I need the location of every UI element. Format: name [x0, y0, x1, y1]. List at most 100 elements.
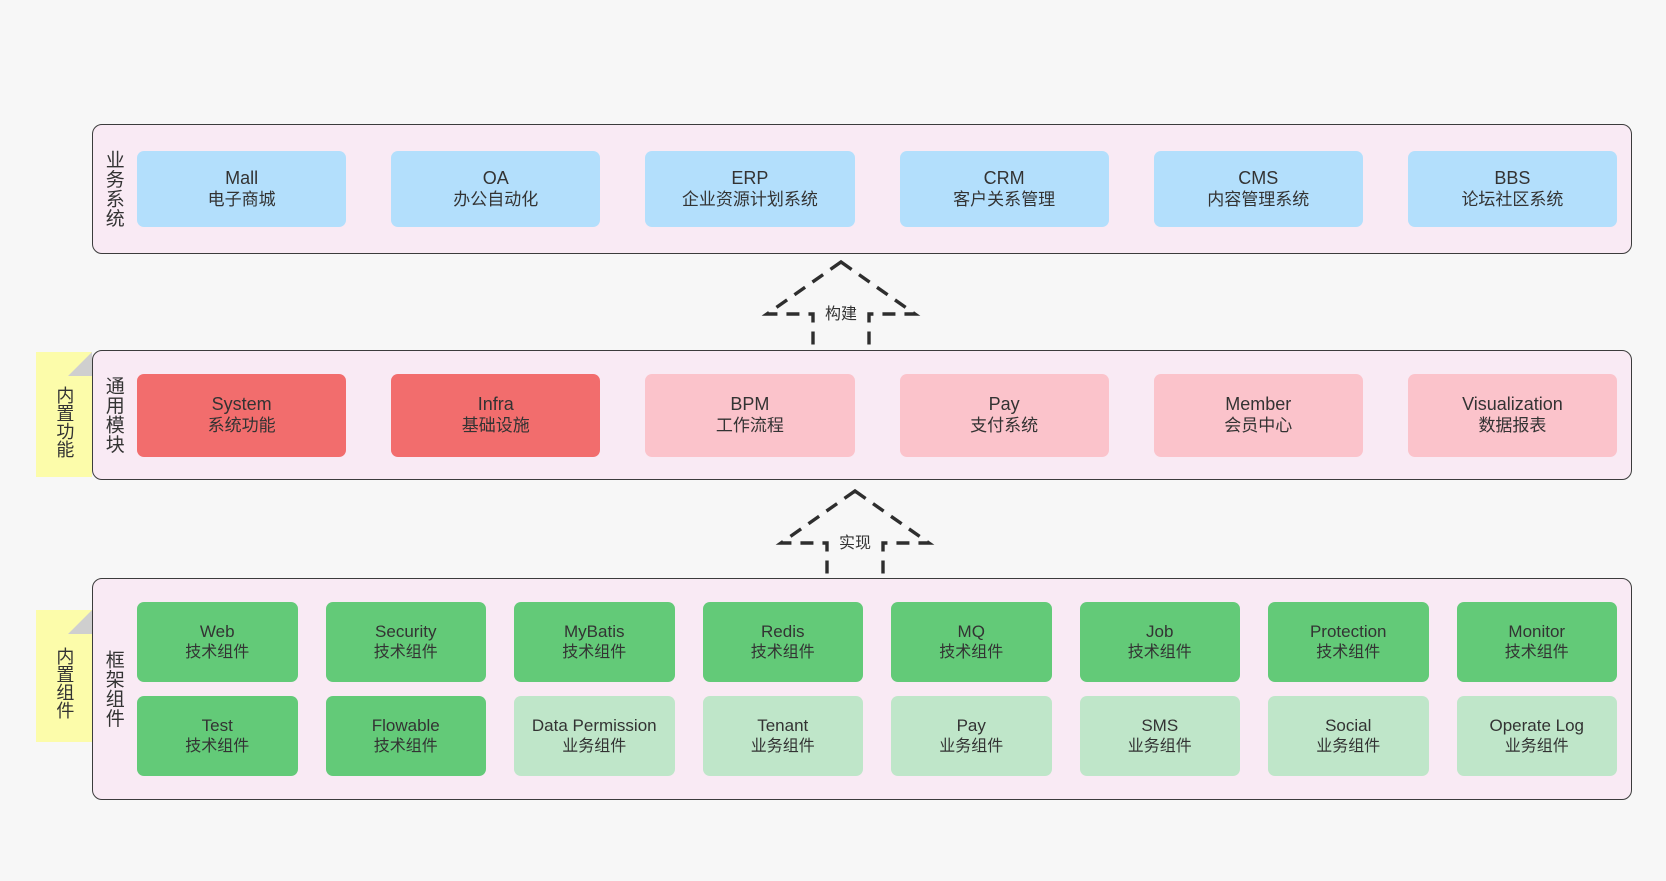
card-title-cn: 基础设施 [461, 415, 530, 435]
card-title-en: Protection [1309, 621, 1387, 641]
card-title-cn: 工作流程 [715, 415, 784, 435]
sticky-note-label: 内置组件 [54, 647, 75, 719]
card-title-en: Infra [477, 393, 514, 414]
card-title-en: CRM [983, 167, 1025, 188]
card-title-cn: 系统功能 [207, 415, 276, 435]
card-erp[interactable]: ERP 企业资源计划系统 [645, 151, 855, 227]
layer-business-system: 业务系统 Mall 电子商城 OA 办公自动化 ERP 企业资源计划系统 CRM [92, 124, 1632, 254]
card-visualization[interactable]: Visualization 数据报表 [1407, 373, 1618, 457]
card-title-en: MQ [957, 621, 985, 641]
card-title-en: MyBatis [564, 621, 625, 641]
layer-common-module: 通用模块 System 系统功能 Infra 基础设施 BPM 工作流程 Pay [92, 350, 1632, 480]
card-title-en: Pay [956, 715, 986, 735]
card-security[interactable]: Security 技术组件 [325, 602, 486, 682]
card-title-en: BPM [730, 393, 770, 414]
layer-label-business: 业务系统 [102, 150, 124, 228]
card-title-cn: 技术组件 [562, 643, 627, 661]
card-job[interactable]: Job 技术组件 [1079, 602, 1240, 682]
card-data-permission[interactable]: Data Permission 业务组件 [514, 696, 675, 776]
card-oa[interactable]: OA 办公自动化 [391, 151, 601, 227]
card-pay-module[interactable]: Pay 支付系统 [899, 373, 1109, 457]
card-test[interactable]: Test 技术组件 [137, 696, 298, 776]
card-title-cn: 客户关系管理 [953, 189, 1056, 209]
card-title-en: Test [201, 715, 233, 735]
framework-row-1: Web 技术组件 Security 技术组件 MyBatis 技术组件 Redi… [137, 602, 1617, 682]
layer-body-business: Mall 电子商城 OA 办公自动化 ERP 企业资源计划系统 CRM 客户关系… [133, 125, 1631, 253]
card-title-cn: 业务组件 [1127, 737, 1192, 755]
card-operate-log[interactable]: Operate Log 业务组件 [1456, 696, 1617, 776]
card-title-cn: 数据报表 [1478, 415, 1547, 435]
card-mybatis[interactable]: MyBatis 技术组件 [514, 602, 675, 682]
card-title-cn: 业务组件 [562, 737, 627, 755]
card-infra[interactable]: Infra 基础设施 [391, 373, 601, 457]
sticky-note-label: 内置功能 [54, 385, 75, 458]
card-title-en: Data Permission [531, 715, 657, 735]
card-system[interactable]: System 系统功能 [137, 373, 347, 457]
card-title-cn: 业务组件 [1316, 737, 1381, 755]
layer-framework-component: 框架组件 Web 技术组件 Security 技术组件 MyBatis 技术组件… [92, 578, 1632, 800]
card-title-en: Web [199, 621, 235, 641]
card-title-en: Member [1225, 393, 1292, 414]
layer-body-module: System 系统功能 Infra 基础设施 BPM 工作流程 Pay 支付系统… [133, 351, 1631, 479]
card-mall[interactable]: Mall 电子商城 [137, 151, 347, 227]
card-bbs[interactable]: BBS 论坛社区系统 [1407, 151, 1618, 227]
arrow-build-shape [761, 259, 921, 356]
card-monitor[interactable]: Monitor 技术组件 [1456, 602, 1617, 682]
card-title-en: BBS [1494, 167, 1531, 188]
card-title-en: Job [1146, 621, 1174, 641]
card-title-en: Operate Log [1489, 715, 1584, 735]
card-title-cn: 技术组件 [939, 643, 1004, 661]
layer-body-framework: Web 技术组件 Security 技术组件 MyBatis 技术组件 Redi… [133, 579, 1631, 799]
card-title-en: Flowable [371, 715, 440, 735]
card-title-en: Visualization [1462, 393, 1563, 414]
card-title-en: ERP [731, 167, 769, 188]
card-title-en: Pay [988, 393, 1020, 414]
framework-row-2: Test 技术组件 Flowable 技术组件 Data Permission … [137, 696, 1617, 776]
card-web[interactable]: Web 技术组件 [137, 602, 298, 682]
card-crm[interactable]: CRM 客户关系管理 [899, 151, 1109, 227]
card-title-cn: 技术组件 [373, 737, 438, 755]
card-title-cn: 企业资源计划系统 [681, 189, 818, 209]
layer-label-framework: 框架组件 [102, 650, 124, 728]
card-mq[interactable]: MQ 技术组件 [891, 602, 1052, 682]
business-row: Mall 电子商城 OA 办公自动化 ERP 企业资源计划系统 CRM 客户关系… [137, 151, 1618, 227]
card-pay-component[interactable]: Pay 业务组件 [891, 696, 1052, 776]
card-title-en: CMS [1238, 167, 1279, 188]
module-row: System 系统功能 Infra 基础设施 BPM 工作流程 Pay 支付系统… [137, 373, 1618, 457]
arrow-realize-shape [775, 488, 935, 585]
arrow-realize: 实现 [770, 487, 940, 585]
card-social[interactable]: Social 业务组件 [1268, 696, 1429, 776]
card-title-en: Security [375, 621, 437, 641]
card-title-cn: 业务组件 [1504, 737, 1569, 755]
card-protection[interactable]: Protection 技术组件 [1268, 602, 1429, 682]
card-title-cn: 技术组件 [185, 737, 250, 755]
card-flowable[interactable]: Flowable 技术组件 [325, 696, 486, 776]
card-tenant[interactable]: Tenant 业务组件 [702, 696, 863, 776]
card-cms[interactable]: CMS 内容管理系统 [1153, 151, 1363, 227]
card-title-en: Tenant [757, 715, 809, 735]
card-title-cn: 会员中心 [1224, 415, 1293, 435]
card-title-cn: 论坛社区系统 [1461, 189, 1564, 209]
card-redis[interactable]: Redis 技术组件 [702, 602, 863, 682]
card-title-cn: 业务组件 [939, 737, 1004, 755]
card-title-cn: 业务组件 [750, 737, 815, 755]
sticky-note-builtin-function: 内置功能 [36, 352, 92, 477]
layer-label-module: 通用模块 [102, 376, 124, 454]
card-sms[interactable]: SMS 业务组件 [1079, 696, 1240, 776]
card-title-cn: 技术组件 [373, 643, 438, 661]
card-title-cn: 支付系统 [970, 415, 1039, 435]
card-member[interactable]: Member 会员中心 [1153, 373, 1363, 457]
sticky-note-builtin-component: 内置组件 [36, 610, 92, 742]
card-title-en: Mall [225, 167, 259, 188]
card-title-cn: 技术组件 [750, 643, 815, 661]
card-title-cn: 内容管理系统 [1207, 189, 1310, 209]
card-title-en: Monitor [1508, 621, 1566, 641]
card-title-cn: 技术组件 [1316, 643, 1381, 661]
card-title-en: Social [1325, 715, 1372, 735]
card-bpm[interactable]: BPM 工作流程 [645, 373, 855, 457]
card-title-cn: 技术组件 [185, 643, 250, 661]
card-title-cn: 办公自动化 [453, 189, 539, 209]
arrow-build: 构建 [756, 258, 926, 356]
card-title-cn: 技术组件 [1504, 643, 1569, 661]
